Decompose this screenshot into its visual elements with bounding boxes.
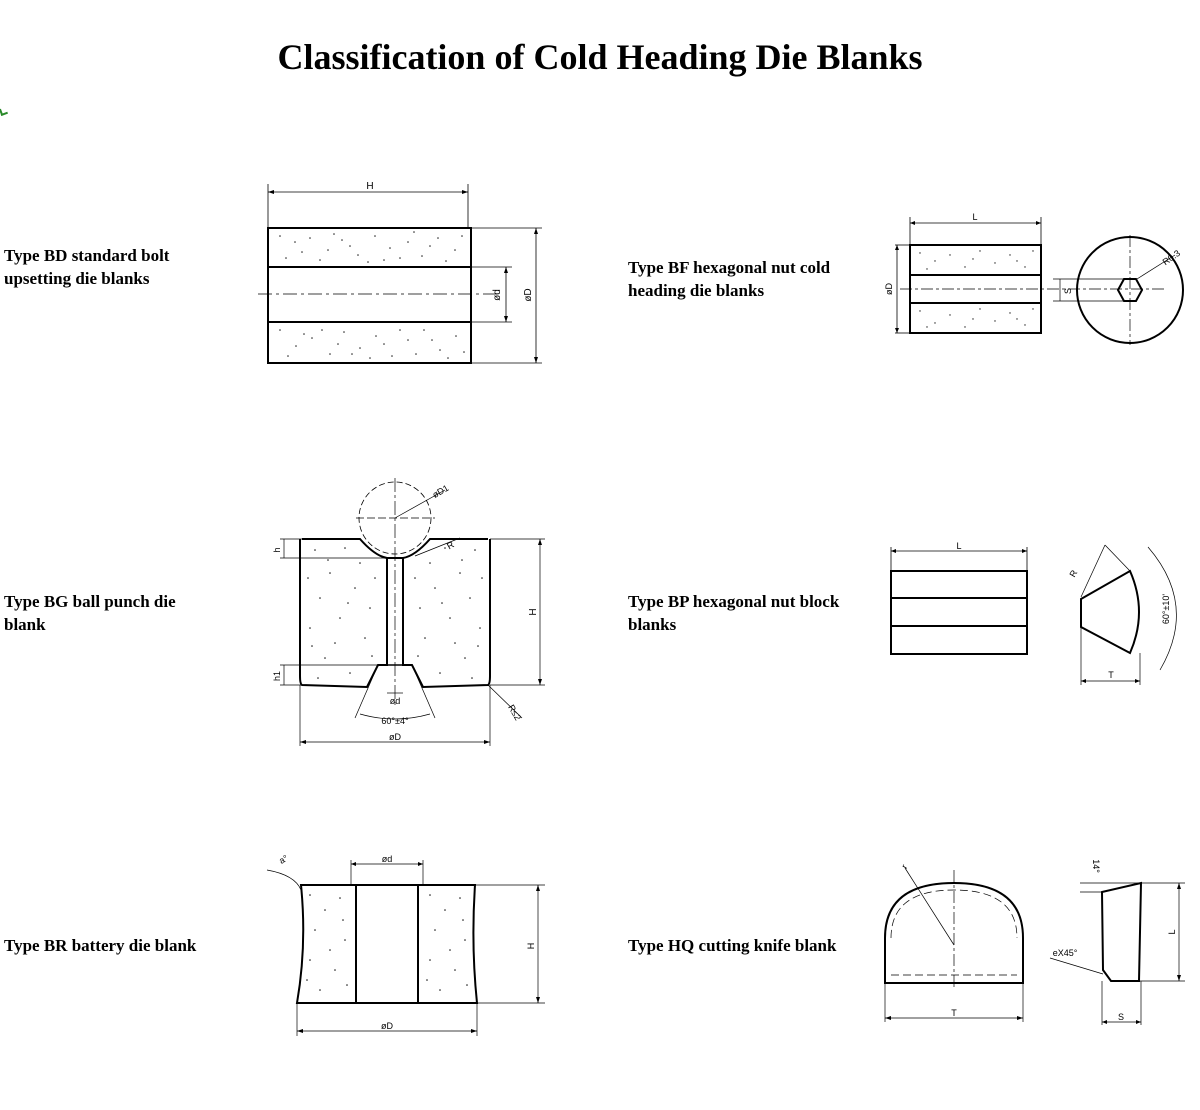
bg-dim-r2: R≤2 <box>506 703 523 722</box>
dim-big-d: øD <box>523 288 534 301</box>
br-dim-a: a° <box>277 853 290 866</box>
hq-dim-l: L <box>1167 929 1177 934</box>
bg-dim-d1: øD1 <box>431 483 451 500</box>
br-dim-d: ød <box>382 854 393 864</box>
dim-d: ød <box>492 289 503 301</box>
hq-dim-r: r <box>899 863 909 871</box>
bg-dim-r: R <box>445 539 456 551</box>
label-type-bg: Type BG ball punch die blank <box>4 592 176 634</box>
bg-dim-big-h: H <box>528 608 539 615</box>
label-type-br: Type BR battery die blank <box>4 936 197 955</box>
diagram-type-bp: L R 60°±10' T <box>890 541 1177 685</box>
bp-dim-t: T <box>1108 670 1114 680</box>
br-dim-big-d: øD <box>381 1021 393 1031</box>
page-title: Classification of Cold Heading Die Blank… <box>277 37 923 77</box>
bg-dim-d: ød <box>390 696 401 706</box>
bg-dim-angle: 60°±4° <box>381 716 409 726</box>
diagram-type-bd: H ød øD <box>258 181 542 364</box>
hq-dim-t: T <box>951 1008 957 1018</box>
bg-dim-h: h <box>272 547 282 552</box>
corner-marker <box>0 107 8 116</box>
bp-dim-l: L <box>956 541 961 551</box>
diagram-type-bf: L øD S R0.3 <box>884 212 1184 345</box>
bg-dim-big-d: øD <box>389 732 401 742</box>
label-type-bp: Type BP hexagonal nut block blanks <box>628 592 840 634</box>
bp-dim-angle: 60°±10' <box>1161 594 1171 625</box>
hq-dim-s: S <box>1118 1012 1124 1022</box>
diagram-type-br: a° ød H øD <box>266 853 545 1036</box>
bf-dim-d: øD <box>884 283 894 295</box>
dim-h: H <box>366 181 373 192</box>
br-dim-h: H <box>526 943 536 950</box>
diagram-type-bg: øD1 R h h1 H ød 60°±4° R≤2 øD <box>272 478 545 746</box>
hq-dim-e: eX45° <box>1053 948 1078 958</box>
diagram-type-hq: r T 14° eX45° L S <box>884 859 1185 1025</box>
bf-dim-r: R0.3 <box>1161 248 1182 267</box>
bf-dim-l: L <box>972 212 977 222</box>
label-type-bf: Type BF hexagonal nut cold heading die b… <box>628 258 831 300</box>
bp-dim-r: R <box>1067 568 1079 579</box>
hq-dim-angle: 14° <box>1091 859 1101 873</box>
label-type-hq: Type HQ cutting knife blank <box>628 936 837 955</box>
label-type-bd: Type BD standard bolt upsetting die blan… <box>4 246 170 288</box>
bg-dim-h1: h1 <box>272 671 282 681</box>
bf-dim-s: S <box>1063 288 1073 294</box>
